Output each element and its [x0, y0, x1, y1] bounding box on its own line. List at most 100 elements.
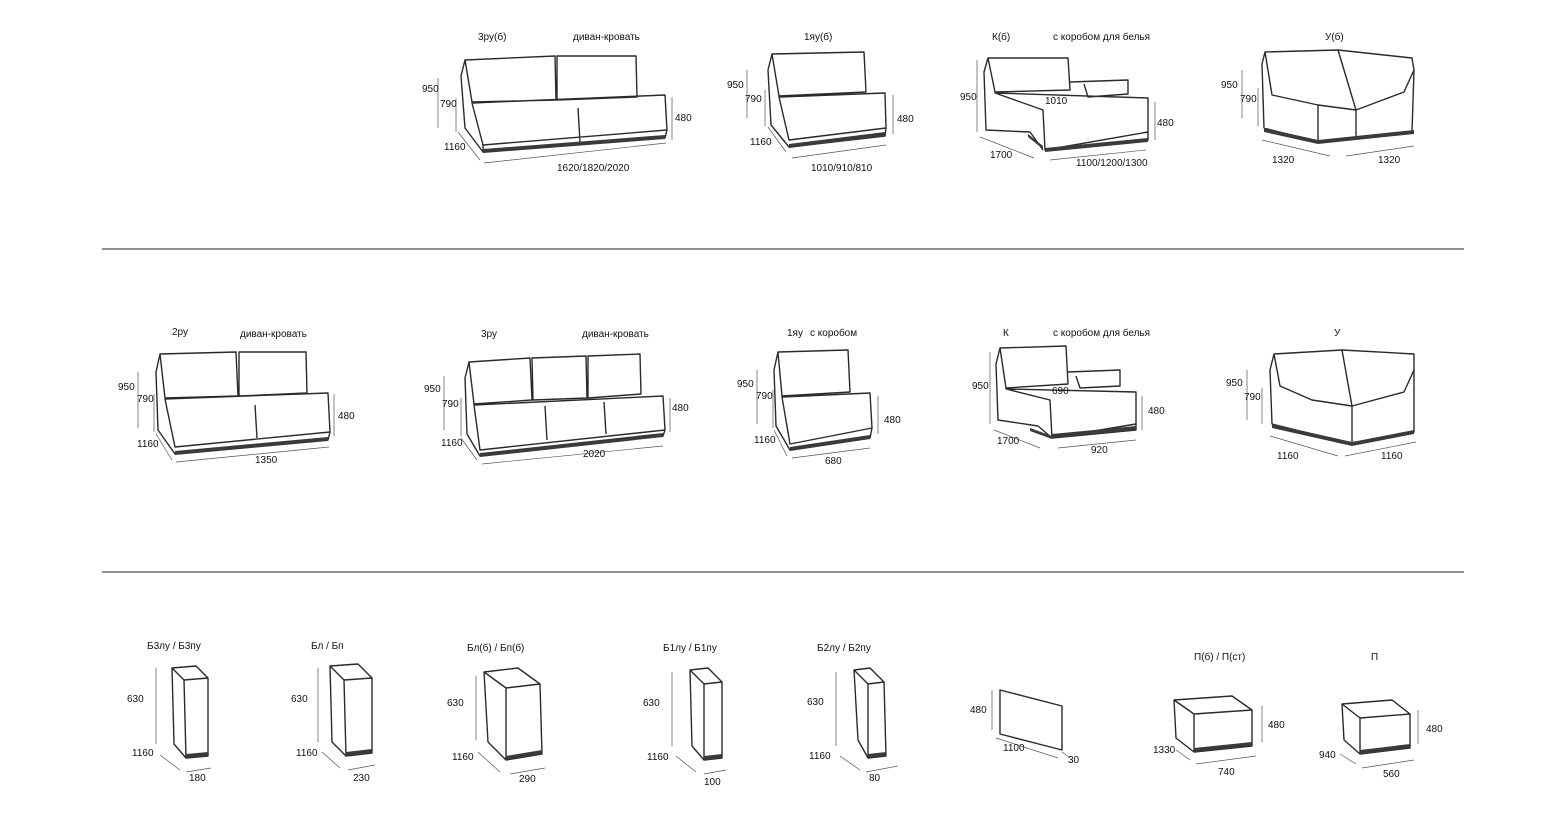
module-code: 3ру(б) [478, 31, 506, 43]
module-k: К с коробом для белья 950 690 480 1700 9… [972, 327, 1165, 456]
module-drawing [853, 667, 887, 759]
module-3ru-b: 3ру(б) диван-кровать 950 790 480 1160 16… [422, 31, 692, 174]
dim-label: 790 [137, 394, 154, 405]
module-3ru: 3ру диван-кровать 950 790 480 1160 2020 [424, 329, 689, 465]
module-code: 1яу(б) [804, 31, 832, 43]
dim-label: 1160 [137, 439, 159, 450]
module-bl: Бл / Бп 630 1160 230 [291, 641, 376, 784]
dim-label: 480 [672, 403, 689, 414]
dim-label: 1350 [255, 455, 278, 466]
dim-label: 1320 [1378, 155, 1401, 166]
module-b1lu: Б1лу / Б1пу 630 1160 100 [643, 643, 727, 788]
module-bl-b: Бл(б) / Бп(б) 630 1160 290 [447, 642, 546, 785]
dim-label: 480 [1268, 720, 1285, 731]
dim-label: 790 [440, 99, 457, 110]
module-drawing [767, 51, 887, 148]
module-drawing [1261, 49, 1415, 143]
module-note: диван-кровать [582, 329, 649, 340]
module-code: Б3лу / Б3пу [147, 641, 201, 652]
module-drawing [483, 667, 543, 761]
dim-label: 680 [825, 456, 842, 467]
module-code: Б1лу / Б1пу [663, 643, 717, 654]
dim-label: 950 [727, 80, 744, 91]
dim-label: 80 [869, 773, 881, 784]
dim-label: 480 [338, 411, 355, 422]
module-code: У(б) [1325, 31, 1344, 43]
module-code: 2ру [172, 327, 188, 338]
dim-label: 690 [1052, 386, 1069, 397]
dim-label: 940 [1319, 750, 1336, 761]
module-b2lu: Б2лу / Б2пу 630 1160 80 [807, 643, 899, 784]
dim-label: 1160 [441, 438, 463, 449]
dim-label: 1620/1820/2020 [557, 163, 630, 174]
dim-label: 790 [745, 94, 762, 105]
dim-label: 1160 [750, 137, 772, 148]
module-drawing [983, 57, 1149, 151]
dim-label: 480 [897, 114, 914, 125]
dim-label: 480 [1157, 118, 1174, 129]
dim-label: 630 [643, 698, 660, 709]
module-code: 1яу [787, 328, 803, 339]
dim-label: 790 [442, 399, 459, 410]
module-drawing [1269, 349, 1415, 445]
module-k-b: К(б) с коробом для белья 950 1010 480 17… [960, 31, 1174, 169]
dim-label: 1160 [444, 142, 466, 153]
module-code: П [1371, 652, 1378, 663]
dim-label: 1010/910/810 [811, 163, 873, 174]
module-panel: 480 1100 30 [970, 689, 1080, 766]
module-u: У 950 790 1160 1160 [1226, 328, 1417, 462]
dim-label: 1700 [990, 150, 1013, 161]
dim-label: 1160 [754, 435, 776, 446]
dim-label: 1100 [1003, 743, 1025, 754]
dim-label: 1160 [1381, 451, 1403, 462]
module-drawing [999, 689, 1063, 751]
module-code: К(б) [992, 31, 1010, 43]
dim-label: 480 [675, 113, 692, 124]
module-drawing [155, 351, 331, 455]
module-code: Бл(б) / Бп(б) [467, 642, 524, 654]
dim-label: 950 [424, 384, 441, 395]
dim-label: 950 [960, 92, 977, 103]
dim-label: 180 [189, 773, 206, 784]
module-note: диван-кровать [240, 329, 307, 340]
dim-label: 1320 [1272, 155, 1295, 166]
dim-label: 1330 [1153, 745, 1176, 756]
dim-label: 1160 [1277, 451, 1299, 462]
dim-label: 950 [737, 379, 754, 390]
dim-label: 1100/1200/1300 [1076, 158, 1148, 169]
dim-label: 2020 [583, 449, 606, 460]
dim-label: 1160 [647, 752, 669, 763]
module-code: У [1334, 328, 1341, 339]
dim-label: 630 [291, 694, 308, 705]
dim-label: 1160 [809, 751, 831, 762]
module-p: П 480 940 560 [1319, 652, 1443, 780]
dim-label: 480 [1148, 406, 1165, 417]
module-code: Бл / Бп [311, 641, 344, 652]
dim-label: 790 [1240, 94, 1257, 105]
module-b3lu: Б3лу / Б3пу 630 1160 180 [127, 641, 212, 784]
dim-label: 480 [970, 705, 987, 716]
module-code: 3ру [481, 329, 497, 340]
module-p-b: П(б) / П(ст) 480 1330 740 [1153, 651, 1285, 778]
module-drawing [171, 665, 209, 759]
dim-label: 100 [704, 777, 721, 788]
module-code: П(б) / П(ст) [1194, 651, 1245, 663]
module-1yau: 1яу с коробом 950 790 480 1160 680 [737, 327, 901, 467]
dim-label: 1010 [1045, 96, 1068, 107]
dim-label: 290 [519, 774, 536, 785]
dim-label: 740 [1218, 767, 1235, 778]
module-u-b: У(б) 950 790 1320 1320 [1221, 31, 1415, 166]
dim-label: 560 [1383, 769, 1400, 780]
dim-label: 950 [118, 382, 135, 393]
dim-label: 480 [884, 415, 901, 426]
dim-label: 30 [1068, 755, 1080, 766]
dim-label: 1700 [997, 436, 1020, 447]
dim-label: 1160 [452, 752, 474, 763]
module-2ru: 2ру диван-кровать 950 790 480 1160 1350 [118, 327, 355, 466]
module-note: с коробом для белья [1053, 327, 1150, 339]
dim-label: 630 [127, 694, 144, 705]
module-1yau-b: 1яу(б) 950 790 480 1160 1010/910/810 [727, 31, 914, 174]
dim-label: 950 [422, 84, 439, 95]
module-drawing [460, 55, 668, 153]
